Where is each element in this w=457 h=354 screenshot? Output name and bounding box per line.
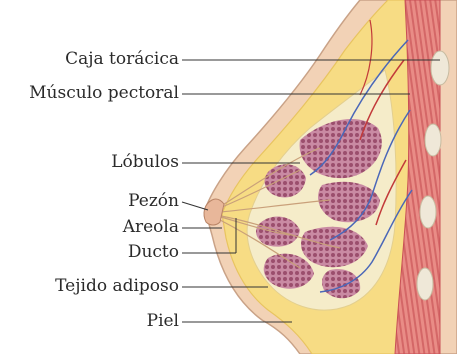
label-areola: Areola	[123, 217, 179, 237]
label-adipose-tissue: Tejido adiposo	[55, 276, 179, 296]
label-rib-cage: Caja torácica	[65, 49, 179, 69]
label-duct: Ducto	[128, 242, 179, 262]
label-lobules: Lóbulos	[111, 152, 179, 172]
label-pectoral-muscle: Músculo pectoral	[29, 83, 179, 103]
label-nipple: Pezón	[128, 191, 179, 211]
label-skin: Piel	[147, 311, 179, 331]
